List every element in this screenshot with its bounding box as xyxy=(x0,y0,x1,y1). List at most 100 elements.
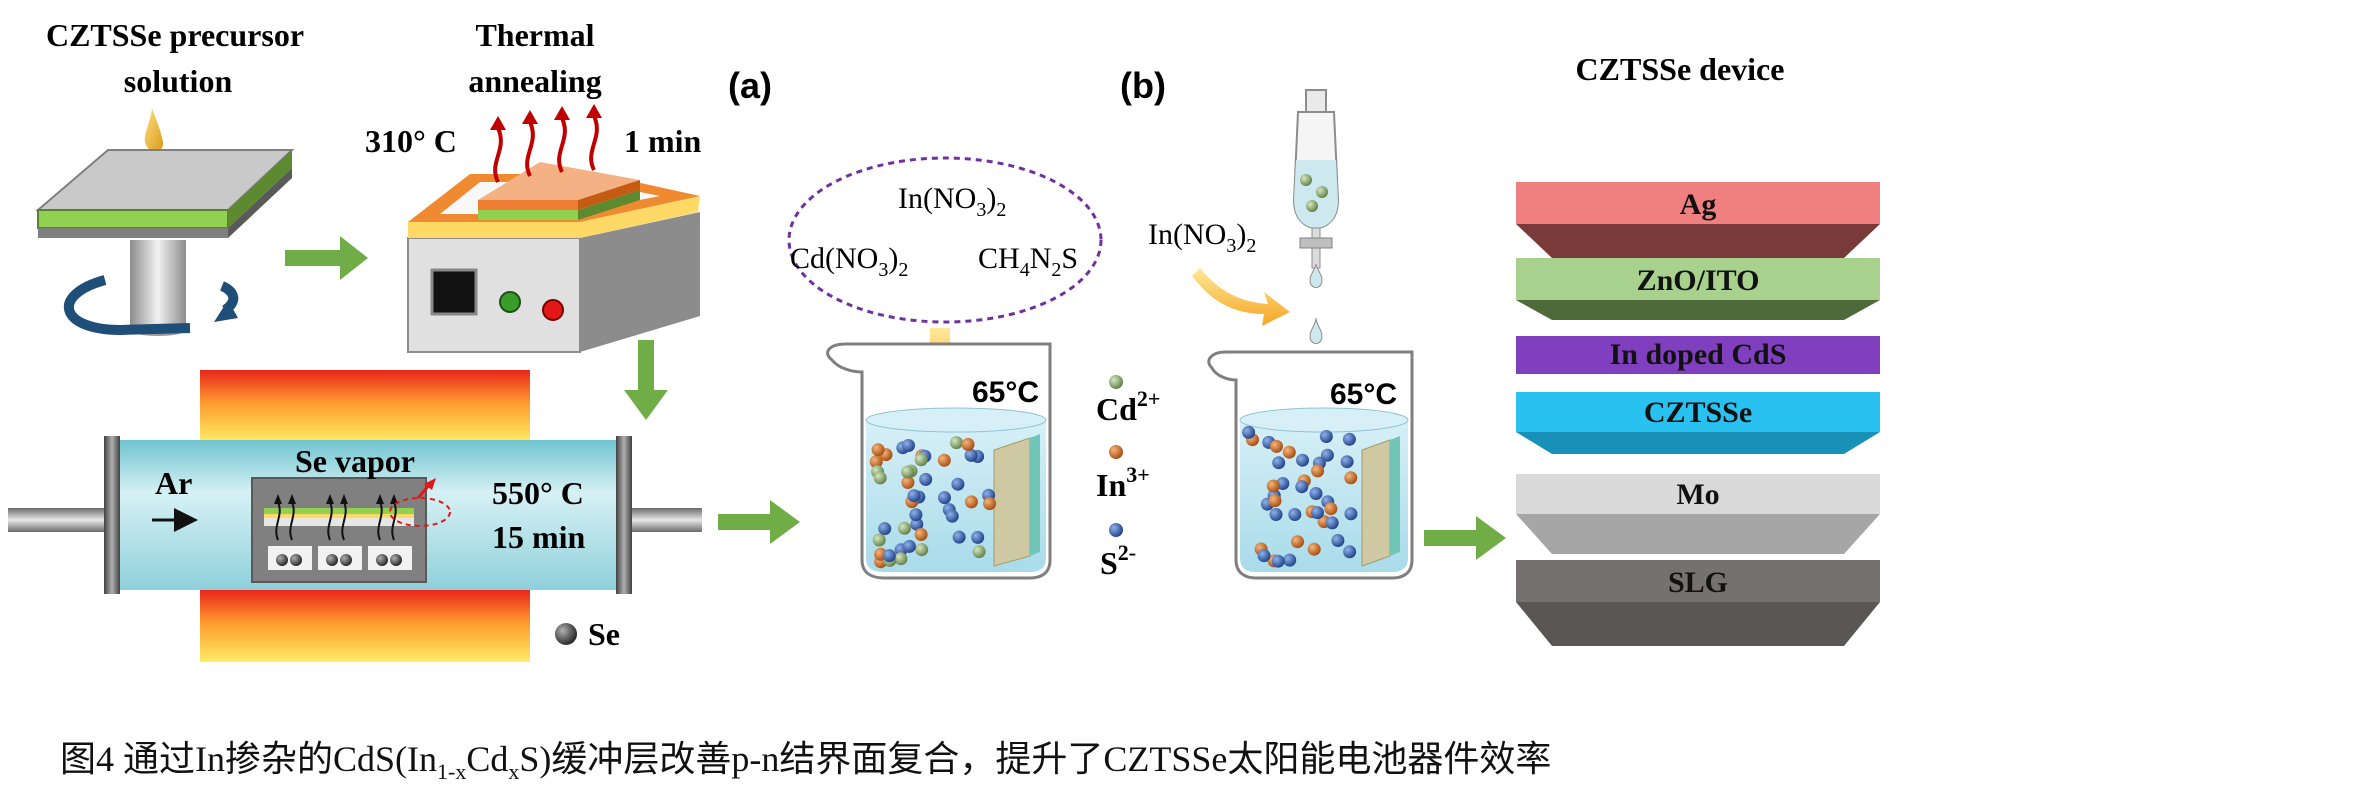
ion-particle xyxy=(910,517,924,531)
device-layer-label: ZnO/ITO xyxy=(1637,264,1760,297)
ion-particle xyxy=(1291,535,1304,549)
panel-b: (b) In(NO3)2 65°C xyxy=(1120,65,1414,580)
drip-arrow-icon xyxy=(1192,268,1290,326)
ion-particle xyxy=(1344,471,1358,485)
heat-waves-icon xyxy=(493,115,599,183)
ion-particle xyxy=(1296,453,1309,467)
furnace-vapor-label: Se vapor xyxy=(295,443,415,479)
furnace-time: 15 min xyxy=(492,519,586,555)
ion-particle xyxy=(1311,464,1325,478)
ion-particle xyxy=(873,471,887,485)
display-icon xyxy=(430,268,478,316)
reagent-thiourea: CH4N2S xyxy=(978,242,1078,281)
ion-particle xyxy=(901,465,915,479)
device-layer-label: Mo xyxy=(1676,478,1719,511)
device-layer-label: SLG xyxy=(1668,566,1728,599)
ion-particle xyxy=(951,477,965,491)
ion-particle xyxy=(937,453,951,467)
device-layer-in-doped-cds: In doped CdS xyxy=(1516,336,1880,374)
ion-particle xyxy=(1319,430,1333,443)
ion-particle xyxy=(952,530,966,544)
ion-particle xyxy=(871,443,885,457)
ion-particle xyxy=(1269,508,1283,521)
ion-particle xyxy=(1271,554,1285,568)
ion-particle xyxy=(919,472,933,486)
ion-particle xyxy=(1282,445,1296,459)
ion-particle xyxy=(1295,480,1309,494)
bath-temp-a: 65°C xyxy=(972,376,1039,409)
device-layer-label: CZTSSe xyxy=(1644,396,1752,429)
ion-particle xyxy=(882,549,896,563)
panel-b-label: (b) xyxy=(1120,65,1166,106)
ion-cd: Cd2+ xyxy=(1096,386,1160,427)
device-layer-mo: Mo xyxy=(1516,474,1880,554)
ion-particle xyxy=(1268,494,1282,508)
panel-a-label: (a) xyxy=(728,65,772,106)
furnace-gas-label: Ar xyxy=(155,465,192,501)
beaker-b xyxy=(1207,350,1414,580)
ion-particle xyxy=(949,436,963,450)
arrow-anneal-to-furnace xyxy=(624,340,668,420)
dropper-in-nitrate: In(NO3)2 xyxy=(1148,218,1256,257)
ion-particle xyxy=(1343,545,1357,559)
ion-particle xyxy=(964,495,978,509)
ion-particle xyxy=(872,533,886,547)
bath-temp-b: 65°C xyxy=(1330,378,1397,411)
ion-particle xyxy=(878,522,892,536)
ion-particle xyxy=(1325,516,1339,530)
furnace-temp: 550° C xyxy=(492,475,584,511)
lower-heater xyxy=(200,590,530,662)
precursor-title-line2: solution xyxy=(124,63,233,99)
ion-particle xyxy=(909,508,923,522)
ion-legend: Cd2+ In3+ S2- xyxy=(1096,375,1160,581)
ion-particle xyxy=(898,521,911,535)
ion-particle xyxy=(961,437,975,451)
ion-particle xyxy=(902,439,915,452)
ion-particle xyxy=(1320,448,1334,462)
ion-particle xyxy=(915,543,929,557)
device-layer-label: In doped CdS xyxy=(1610,338,1787,371)
ion-particle xyxy=(964,448,978,462)
ion-particle xyxy=(1272,456,1286,470)
ion-particle xyxy=(1257,549,1271,563)
ion-particle xyxy=(914,453,928,467)
ion-particle xyxy=(1340,455,1354,469)
reagent-in-nitrate: In(NO3)2 xyxy=(898,182,1006,221)
se-legend-dot xyxy=(555,623,577,645)
ion-particle xyxy=(1311,506,1324,520)
ion-particle xyxy=(945,509,959,523)
s-ion-dot xyxy=(1109,523,1123,537)
ion-particle xyxy=(1307,542,1321,556)
spinner-pole xyxy=(130,240,186,330)
se-legend-label: Se xyxy=(588,616,620,652)
ion-particles-a xyxy=(869,436,997,569)
arrow-spin-to-anneal xyxy=(285,236,368,280)
ion-particle xyxy=(907,489,921,503)
ion-particle xyxy=(983,497,997,511)
ion-particle xyxy=(1309,487,1323,500)
in-ion-dot xyxy=(1109,445,1123,459)
annealing-title-line2: annealing xyxy=(468,63,601,99)
upper-heater xyxy=(200,370,530,442)
ion-particle xyxy=(1342,432,1356,446)
precursor-drop-icon xyxy=(144,108,164,153)
hotplate: Thermal annealing 310° C 1 min xyxy=(365,17,702,353)
annealing-title-line1: Thermal xyxy=(475,17,594,53)
ion-particle xyxy=(971,530,985,544)
ion-in: In3+ xyxy=(1096,462,1150,503)
device-layer-ag: Ag xyxy=(1516,182,1880,258)
device-title: CZTSSe device xyxy=(1576,51,1785,87)
ion-particle xyxy=(1270,439,1283,453)
tube-furnace: Ar Se vapor xyxy=(8,370,702,662)
device-layer-slg: SLG xyxy=(1516,560,1880,646)
ion-particle xyxy=(894,552,908,566)
device-layer-cztsse: CZTSSe xyxy=(1516,392,1880,454)
ion-particle xyxy=(869,455,883,469)
ion-particle xyxy=(1331,534,1345,547)
figure-caption: 图4 通过In掺杂的CdS(In1-xCdxS)缓冲层改善p-n结界面复合，提升… xyxy=(60,739,1552,785)
ion-particle xyxy=(901,476,915,489)
device-layer-label: Ag xyxy=(1680,188,1717,221)
ion-particle xyxy=(1324,502,1338,516)
